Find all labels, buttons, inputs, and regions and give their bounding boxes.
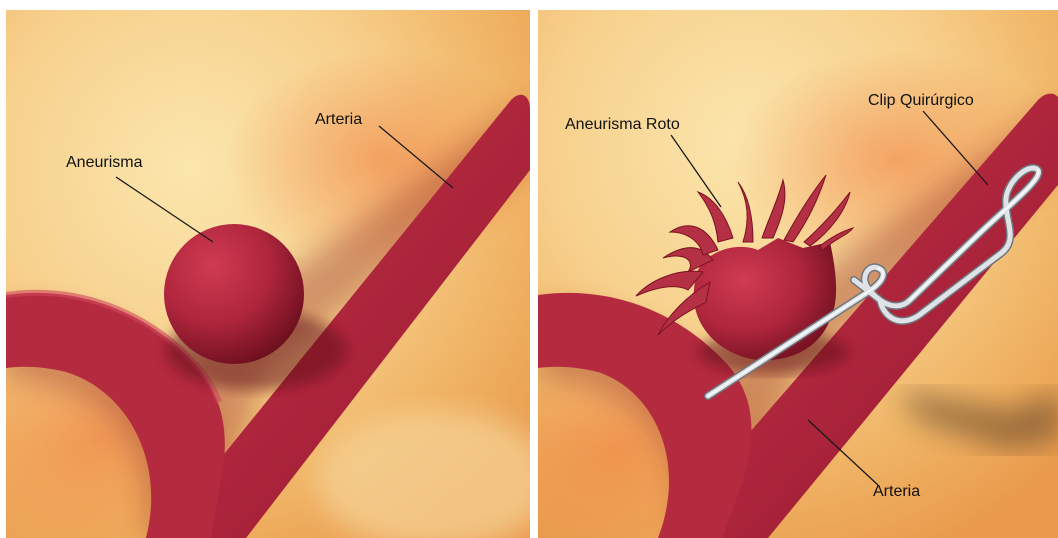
label-artery: Arteria [873,483,920,501]
label-surgical-clip: Clip Quirúrgico [868,92,974,110]
illustration-before [6,10,530,538]
label-ruptured-aneurysm: Aneurisma Roto [565,116,680,134]
panel-after: Aneurisma Roto Clip Quirúrgico Arteria [538,10,1058,538]
label-artery: Arteria [315,111,362,129]
aneurysm [164,224,304,364]
panel-before: Aneurisma Arteria [6,10,530,538]
label-aneurysm: Aneurisma [66,154,142,172]
illustration-after [538,10,1058,538]
